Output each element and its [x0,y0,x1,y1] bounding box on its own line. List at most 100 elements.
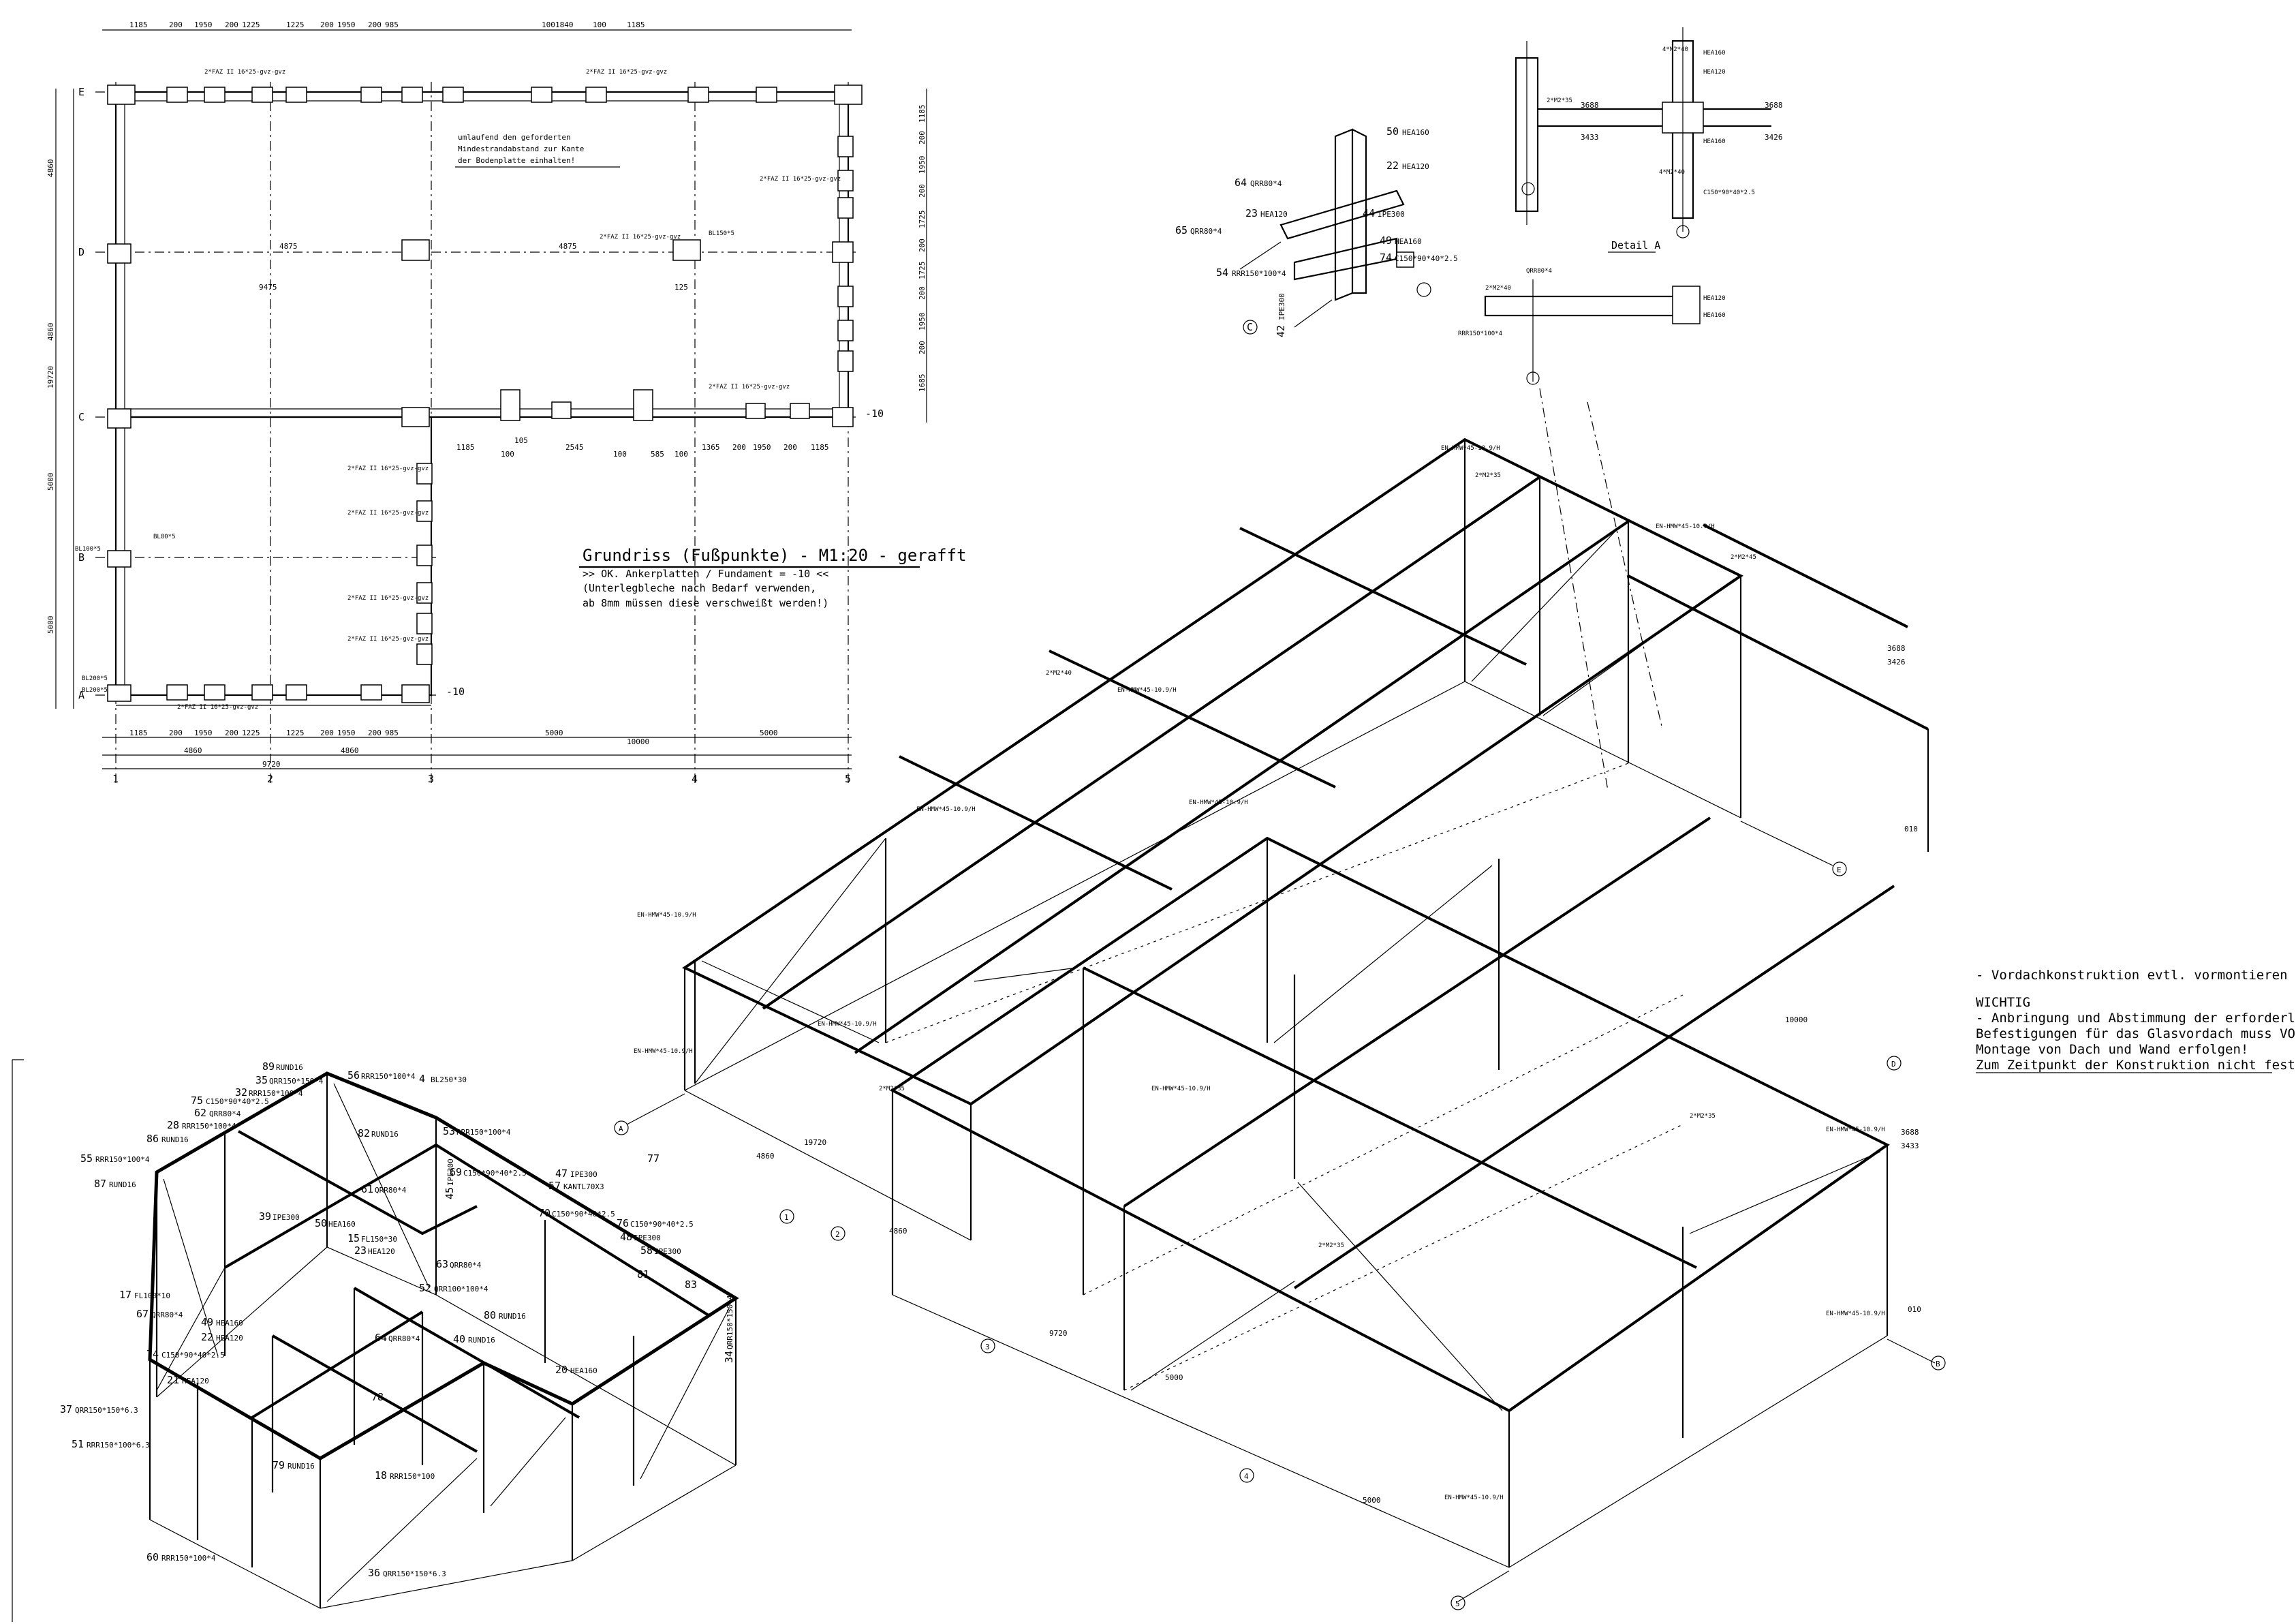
svg-text:HEA120: HEA120 [216,1334,243,1343]
anchor-label: 2*FAZ II 16*25-gvz-gvz [347,636,429,643]
svg-text:5000: 5000 [1165,1373,1183,1382]
note-line-6: Zum Zeitpunkt der Konstruktion nicht fes… [1976,1058,2296,1073]
svg-text:1185: 1185 [811,443,829,452]
svg-text:QRR80*4: QRR80*4 [1250,179,1282,188]
svg-text:umlaufend den geforderten: umlaufend den geforderten [458,133,571,142]
anchor-label: 2*FAZ II 16*25-gvz-gvz [600,234,681,241]
svg-text:QRR150*150*4: QRR150*150*4 [269,1077,324,1086]
plate-label: BL100*5 [75,546,101,553]
svg-text:010: 010 [1908,1305,1921,1314]
anchor-label: 2*FAZ II 16*25-gvz-gvz [586,69,667,76]
svg-text:100: 100 [674,450,688,459]
svg-text:B: B [1936,1360,1940,1368]
svg-text:RRR150*100*6.3: RRR150*100*6.3 [87,1441,150,1450]
small-iso-columns [149,1073,737,1608]
svg-text:65: 65 [1175,224,1188,236]
svg-text:77: 77 [647,1152,660,1165]
svg-text:HEA160: HEA160 [1395,237,1422,246]
plan-note-1: >> OK. Ankerplatten / Fundament = -10 << [583,568,828,580]
svg-text:A: A [619,1124,623,1133]
svg-text:200: 200 [918,239,927,252]
anchor-label: 2*FAZ II 16*25-gvz-gvz [347,595,429,602]
axis-row-e: E [78,86,84,98]
anchor-label: 2*FAZ II 16*25-gvz-gvz [760,176,841,183]
svg-text:985: 985 [385,729,399,737]
svg-text:47: 47 [555,1167,568,1180]
svg-text:1365: 1365 [702,443,720,452]
small-iso-bracing [156,1083,730,1602]
svg-text:RRR150*100*4: RRR150*100*4 [95,1155,150,1164]
svg-text:200: 200 [784,443,797,452]
anchor-plates-top [107,85,863,105]
svg-text:1950: 1950 [918,156,927,174]
svg-text:100: 100 [501,450,514,459]
svg-text:1950: 1950 [337,729,356,737]
svg-text:75: 75 [191,1094,203,1107]
svg-text:20: 20 [555,1364,568,1376]
svg-text:37: 37 [60,1403,72,1415]
svg-text:C150*90*40*2.5: C150*90*40*2.5 [463,1169,527,1178]
svg-text:1950: 1950 [753,443,771,452]
axis-col-2: 2 [267,773,273,785]
svg-text:48: 48 [620,1231,632,1243]
svg-text:BL250*30: BL250*30 [431,1075,467,1084]
svg-text:15: 15 [347,1232,360,1244]
svg-text:RRR150*100: RRR150*100 [390,1472,435,1481]
svg-text:100: 100 [593,20,606,29]
svg-text:IPE300: IPE300 [654,1247,681,1256]
svg-text:200: 200 [368,20,382,29]
svg-text:IPE300: IPE300 [446,1159,455,1186]
svg-text:32: 32 [235,1086,247,1099]
svg-text:60: 60 [146,1551,159,1563]
anchor-label: 2*FAZ II 16*25-gvz-gvz [204,69,285,76]
svg-text:IPE300: IPE300 [273,1213,300,1222]
svg-text:200: 200 [918,131,927,144]
top-dimension-chain: 1185 200 1950 200 1225 1225 200 1950 200… [129,20,645,29]
axis-col-3: 3 [428,773,434,785]
svg-text:4860: 4860 [341,746,359,755]
svg-text:QRR80*4: QRR80*4 [375,1186,407,1195]
svg-text:QRR80*4: QRR80*4 [450,1261,482,1270]
svg-text:1: 1 [784,1213,789,1222]
detail-a-title: Detail A [1611,239,1660,251]
svg-text:EN-HMW*45-10.9/H: EN-HMW*45-10.9/H [1117,687,1177,694]
svg-text:HEA120: HEA120 [1260,210,1288,219]
note-line-4: Befestigungen für das Glasvordach muss V… [1976,1026,2296,1041]
svg-text:49: 49 [1380,234,1392,247]
svg-text:74: 74 [146,1348,159,1360]
svg-text:23: 23 [1245,207,1258,219]
plan-title: Grundriss (Fußpunkte) - M1:20 - gerafft [583,546,967,565]
svg-text:3688: 3688 [1901,1128,1919,1137]
svg-text:FL150*30: FL150*30 [361,1235,397,1244]
svg-text:51: 51 [72,1438,84,1450]
svg-text:2*M2*40: 2*M2*40 [1485,285,1511,292]
svg-text:EN-HMW*45-10.9/H: EN-HMW*45-10.9/H [916,806,976,813]
svg-text:HEA160: HEA160 [328,1220,356,1229]
svg-text:5000: 5000 [545,729,563,737]
svg-text:200: 200 [169,20,183,29]
svg-text:82: 82 [358,1127,370,1139]
svg-text:585: 585 [651,450,664,459]
svg-text:5000: 5000 [760,729,778,737]
svg-text:1950: 1950 [918,313,927,331]
iso-axis-marks: A 1 2 3 4 5 E D B [614,821,1946,1610]
svg-text:57: 57 [548,1180,561,1192]
svg-text:EN-HMW*45-10.9/H: EN-HMW*45-10.9/H [1151,1086,1211,1092]
plan-title-block: Grundriss (Fußpunkte) - M1:20 - gerafft … [579,546,967,609]
level-tag: -10 [446,686,465,698]
svg-text:64: 64 [1235,177,1247,189]
svg-text:1185: 1185 [456,443,475,452]
svg-text:10000: 10000 [627,737,649,746]
note-line-1: - Vordachkonstruktion evtl. vormontieren [1976,968,2288,983]
svg-text:2: 2 [835,1230,840,1239]
svg-text:4860: 4860 [46,159,55,178]
axis-row-a: A [78,689,84,701]
svg-text:200: 200 [320,729,334,737]
svg-text:RUND16: RUND16 [288,1462,315,1471]
svg-text:55: 55 [80,1152,93,1165]
svg-text:56: 56 [347,1069,360,1082]
axis-col-5: 5 [845,773,851,785]
svg-text:4*M2*40: 4*M2*40 [1662,46,1688,53]
svg-text:EN-HMW*45-10.9/H: EN-HMW*45-10.9/H [1656,523,1715,530]
